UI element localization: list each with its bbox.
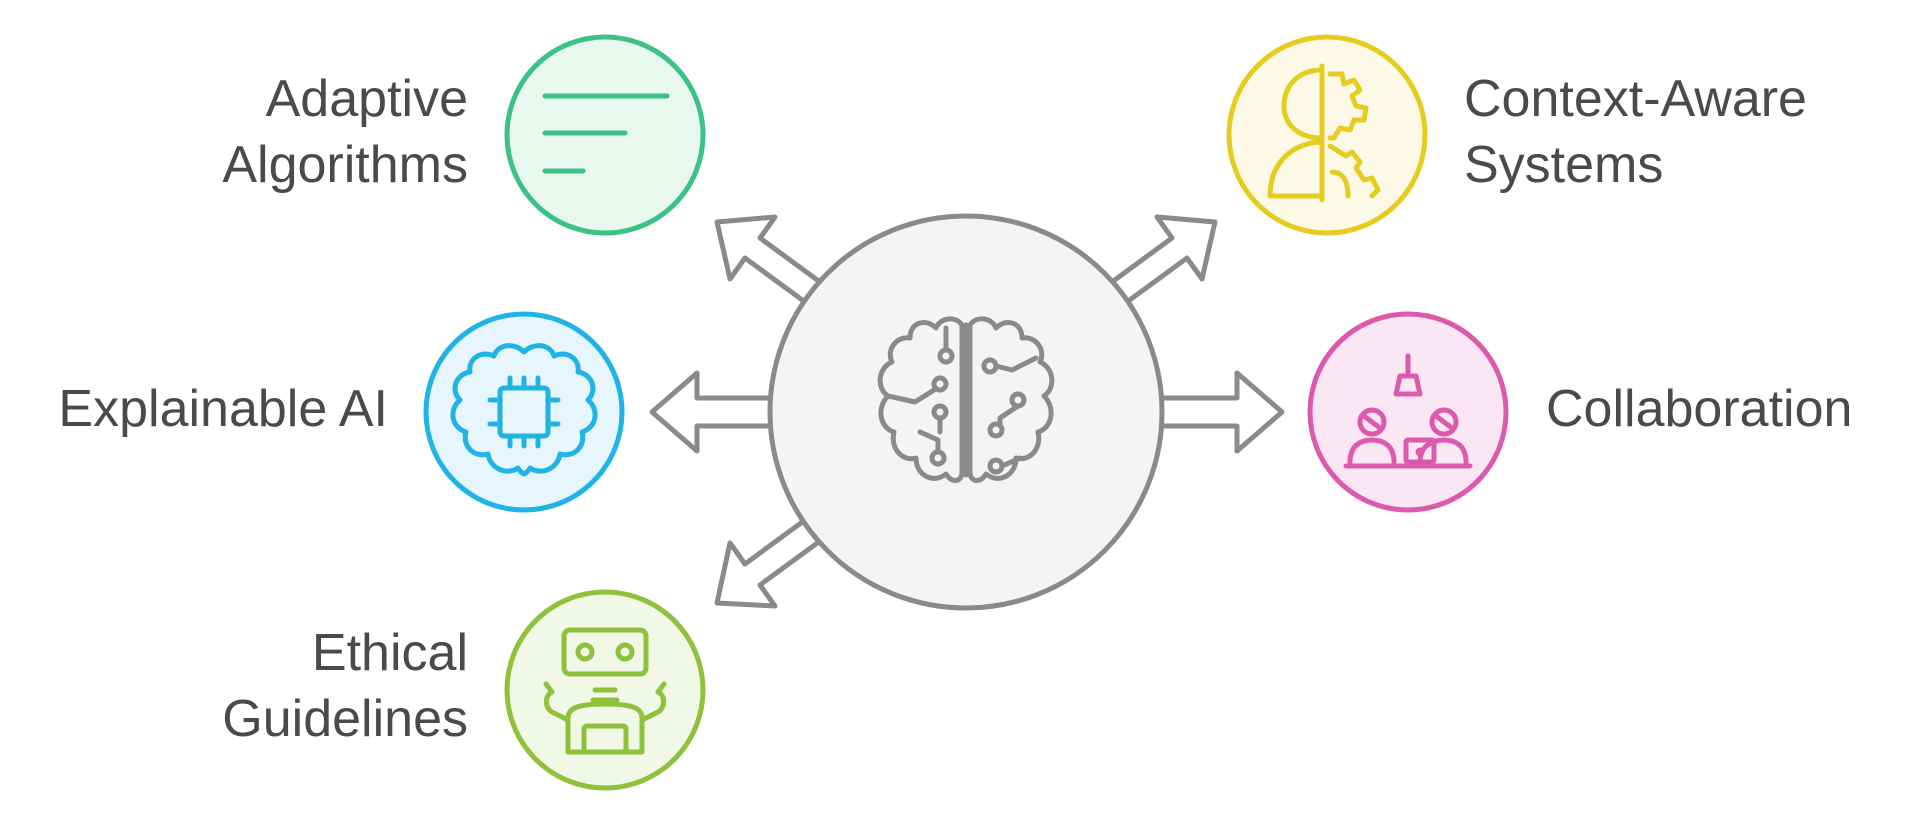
explainable-label: Explainable AI bbox=[58, 376, 388, 442]
collab-label: Collaboration bbox=[1546, 376, 1852, 442]
head-gears-icon bbox=[1267, 63, 1381, 203]
context-label-line-1: Context-Aware bbox=[1464, 70, 1807, 128]
context-label: Context-Aware Systems bbox=[1464, 66, 1807, 198]
ethical-label-line-2: Guidelines bbox=[222, 690, 468, 748]
collab-node-circle bbox=[1307, 311, 1509, 513]
context-node-circle bbox=[1226, 34, 1428, 236]
arrow-to-context bbox=[1109, 214, 1218, 305]
explainable-node-circle bbox=[423, 311, 625, 513]
arrow-to-ethical bbox=[714, 517, 823, 609]
collab-label-line-1: Collaboration bbox=[1546, 380, 1853, 438]
brain-circuit-icon bbox=[877, 316, 1055, 483]
robot-icon bbox=[543, 627, 667, 755]
arrow-to-collab bbox=[1154, 370, 1285, 454]
explainable-label-line-1: Explainable AI bbox=[58, 380, 388, 438]
people-meeting-icon bbox=[1343, 353, 1473, 469]
ethical-label-line-1: Ethical bbox=[311, 624, 468, 682]
context-label-line-2: Systems bbox=[1464, 136, 1664, 194]
arrow-to-adaptive bbox=[714, 214, 823, 305]
align-left-lines-icon bbox=[542, 93, 670, 174]
adaptive-label: Adaptive Algorithms bbox=[222, 66, 468, 198]
arrow-to-explainable bbox=[649, 370, 778, 454]
arrows-group bbox=[649, 214, 1285, 609]
adaptive-label-line-1: Adaptive bbox=[265, 70, 468, 128]
ethical-label: Ethical Guidelines bbox=[222, 620, 468, 752]
adaptive-label-line-2: Algorithms bbox=[222, 136, 468, 194]
brain-chip-icon bbox=[450, 343, 598, 477]
